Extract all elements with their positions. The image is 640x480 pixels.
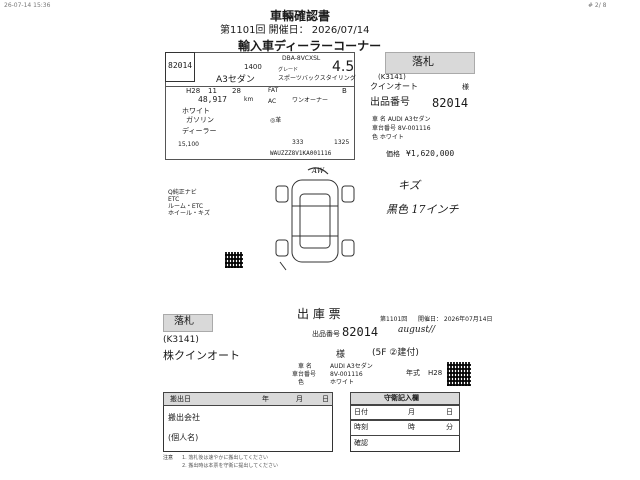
- sold-lot-number: 82014: [432, 96, 469, 110]
- slip-session: 第1101回: [380, 316, 408, 323]
- sold-price: ¥1,620,000: [406, 149, 455, 158]
- spec-sheet: [165, 52, 355, 160]
- spec-marks: ◎革: [270, 117, 282, 124]
- first-reg-month: 11: [208, 87, 217, 95]
- slip-chassis-label: 車台番号: [292, 371, 317, 378]
- guard-hour: 時: [408, 423, 415, 431]
- slip-stamp-box: [163, 314, 213, 332]
- fax-page: # 2/ 8: [588, 2, 607, 9]
- fax-stamp: 26-07-14 15:36: [4, 2, 51, 9]
- spec-divider: [165, 86, 355, 87]
- guard-check: 確認: [354, 439, 368, 447]
- guard-time: 時刻: [354, 423, 368, 431]
- interior-grade: B: [342, 87, 347, 95]
- left-qr-code: [225, 252, 243, 268]
- options-line-4: ホイール・キズ: [168, 210, 211, 217]
- slip-car-name: AUDI A3セダン: [330, 363, 373, 370]
- slip-buyer-name: 株クインオート: [163, 349, 240, 362]
- exit-year: 年: [262, 395, 269, 403]
- slip-stamp: 落札: [174, 316, 194, 327]
- sold-detail-3: 色 ホワイト: [372, 134, 404, 141]
- handwritten-note-color: 黒色 17インチ: [386, 203, 459, 216]
- slip-title: 出 庫 票: [297, 307, 341, 321]
- slip-date: 開催日： 2026年07月14日: [418, 316, 493, 323]
- slip-chassis: 8V-001116: [330, 371, 363, 378]
- chassis-number: WAUZZZ8V1KA001116: [270, 150, 332, 157]
- lot-number: 82014: [168, 61, 193, 70]
- buyer-suffix: 様: [462, 83, 469, 91]
- buyer-code: (K3141): [378, 73, 406, 81]
- length: 1325: [334, 139, 350, 146]
- score: 4.5: [332, 59, 355, 75]
- options-line-2: ETC: [168, 196, 180, 203]
- exit-date-row: [163, 392, 333, 406]
- slip-color: ホワイト: [330, 379, 355, 386]
- displacement: 1400: [244, 63, 262, 71]
- model-code: DBA-8VCXSL: [282, 55, 321, 62]
- guard-date-row: [350, 405, 460, 420]
- inspection: 333: [292, 139, 304, 146]
- session-line: 第1101回 開催日： 2026/07/14: [220, 25, 370, 36]
- exit-day: 日: [322, 395, 329, 403]
- footer-notes-label: 注意: [163, 455, 174, 461]
- slip-car-name-label: 車 名: [298, 363, 312, 370]
- handwritten-aw: AW: [312, 167, 324, 175]
- document-title: 車輛確認書: [270, 9, 331, 23]
- exit-date-label: 搬出日: [170, 395, 191, 403]
- buyer-name: クインオート: [370, 82, 418, 91]
- sold-stamp-box: [385, 52, 475, 74]
- car-diagram: [275, 167, 355, 271]
- exit-company: 搬出会社: [168, 413, 200, 422]
- slip-year: H28: [428, 369, 443, 377]
- sold-detail-1: 車 名 AUDI A3セダン: [372, 116, 431, 123]
- mileage: 48,917: [198, 95, 227, 104]
- sold-stamp: 落札: [412, 55, 434, 68]
- mileage-unit: km: [244, 96, 254, 103]
- options-line-1: Q純正ナビ: [168, 189, 197, 196]
- exit-month: 月: [296, 395, 303, 403]
- model-name: A3セダン: [216, 75, 255, 85]
- lot-number-box: [165, 52, 195, 82]
- slip-lot-number: 82014: [342, 325, 379, 339]
- slip-buyer-code: (K3141): [163, 335, 199, 345]
- first-reg-day: 28: [232, 87, 241, 95]
- fuel: ガソリン: [186, 116, 214, 124]
- footer-line-1: 1. 落札後は速やかに搬出してください: [182, 455, 269, 461]
- slip-floor: (5F ②建付): [372, 348, 419, 358]
- guard-day: 日: [446, 408, 453, 416]
- guard-month: 月: [408, 408, 415, 416]
- guard-title: 守衛記入欄: [384, 394, 419, 402]
- slip-handwritten: august//: [398, 325, 436, 335]
- shift-type: FAT: [268, 87, 279, 94]
- exit-person: (個人名): [168, 433, 199, 442]
- slip-lot-label: 出品番号: [312, 330, 340, 338]
- seller-type: ディーラー: [182, 127, 217, 135]
- sold-price-label: 価格: [386, 150, 400, 158]
- equipment: ワンオーナー: [292, 97, 329, 104]
- guard-time-row: [350, 420, 460, 436]
- slip-qr-code: [447, 362, 471, 386]
- grade-label: グレード: [278, 67, 299, 73]
- guard-date: 日付: [354, 408, 368, 416]
- grade: スポーツバックスタイリング: [278, 75, 356, 82]
- first-reg-year: H28: [186, 87, 201, 95]
- slip-year-label: 年式: [406, 369, 420, 377]
- sold-lot-label: 出品番号: [370, 97, 410, 108]
- sold-detail-2: 車台番号 8V-001116: [372, 125, 431, 132]
- venue-title: 輸入車ディーラーコーナー: [238, 39, 382, 53]
- slip-buyer-suffix: 様: [336, 350, 346, 360]
- handwritten-note-scratch: キズ: [398, 179, 420, 192]
- guard-title-row: [350, 392, 460, 405]
- slip-color-label: 色: [298, 379, 305, 386]
- guard-minute: 分: [446, 423, 453, 431]
- options-line-3: ルーム・ETC: [168, 203, 204, 210]
- ac: AC: [268, 98, 277, 105]
- price-note: 15,100: [178, 141, 199, 148]
- color: ホワイト: [182, 107, 210, 115]
- footer-line-2: 2. 搬出時は本票を守衛に提出してください: [182, 463, 279, 469]
